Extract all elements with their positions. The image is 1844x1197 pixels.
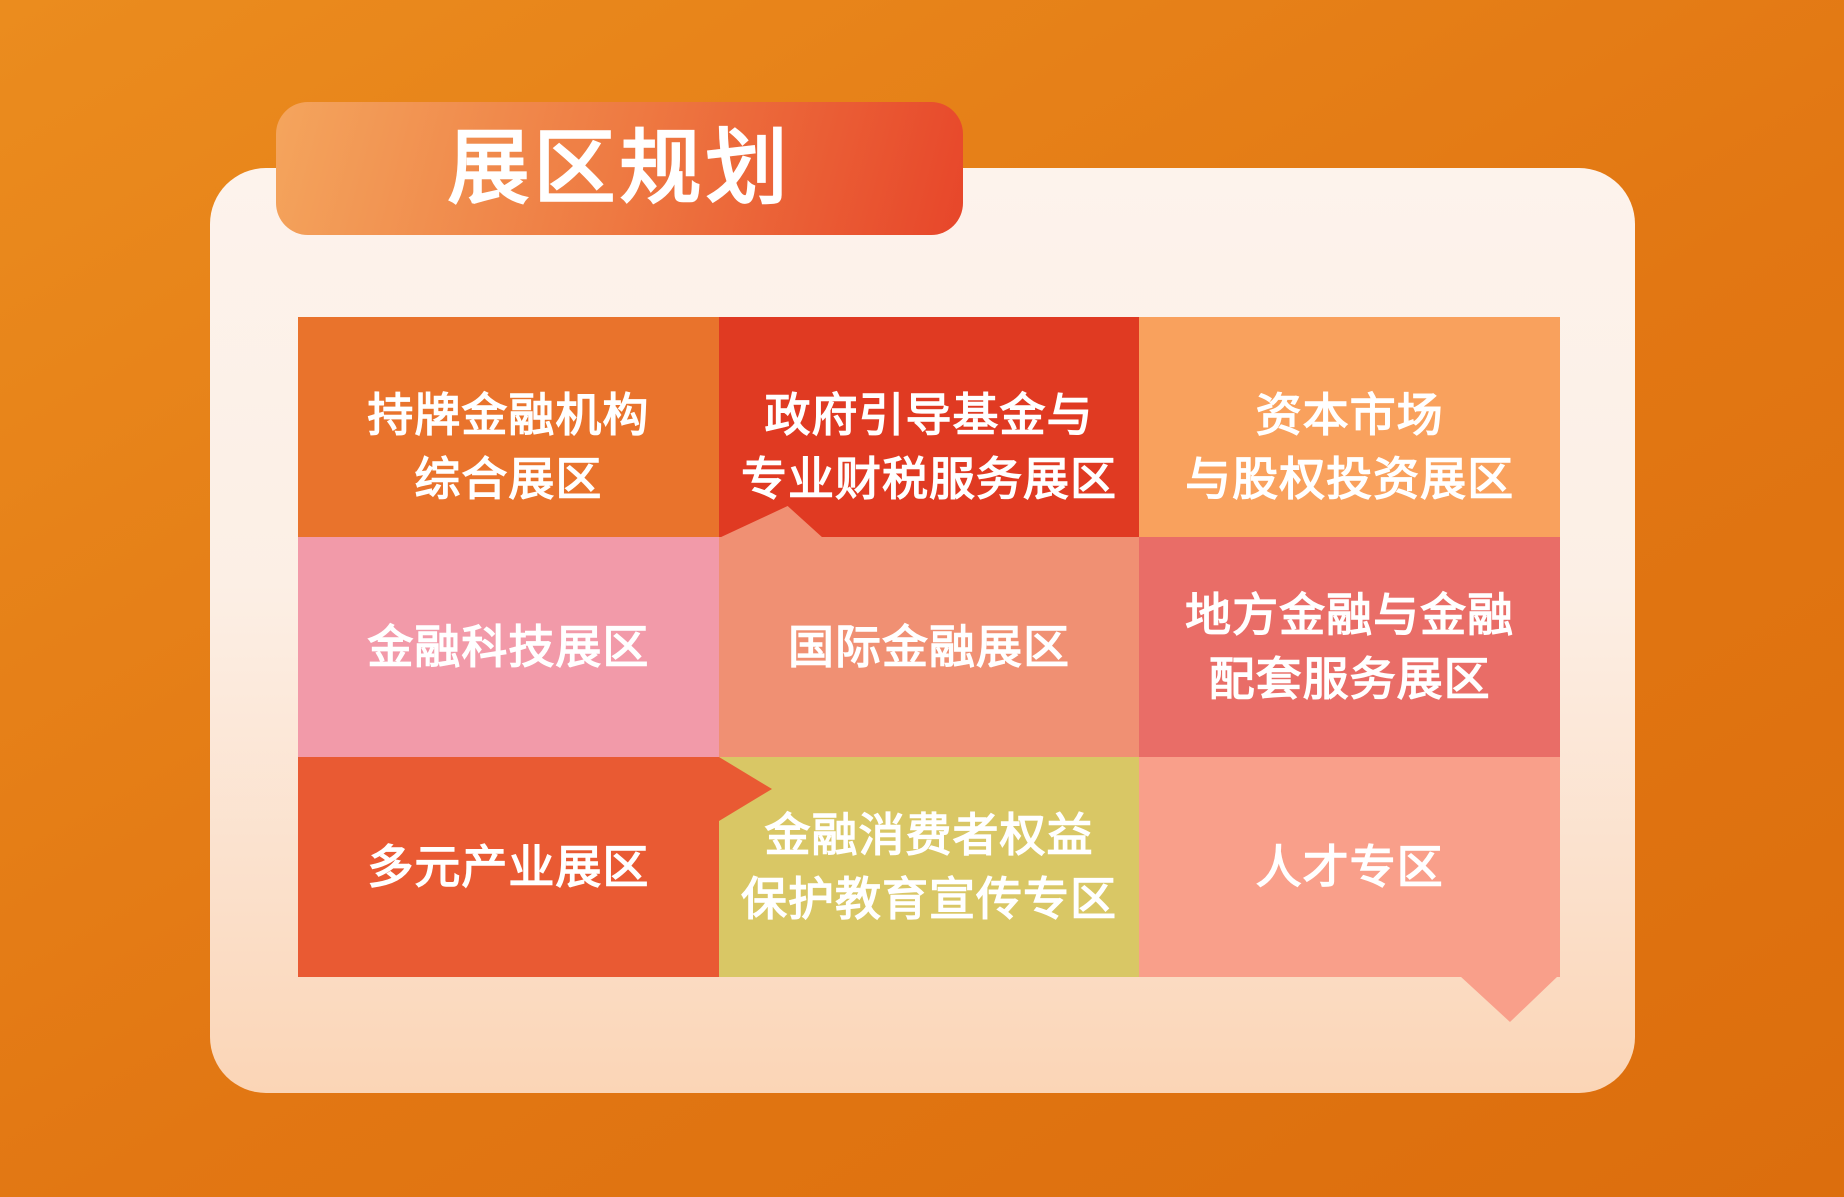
exhibition-zone-grid: 持牌金融机构 综合展区 政府引导基金与 专业财税服务展区 资本市场 与股权投资展… — [298, 317, 1560, 1022]
zone-cell-international-finance: 国际金融展区 — [718, 537, 1140, 757]
zone-cell-capital-market: 资本市场 与股权投资展区 — [1139, 317, 1560, 537]
zone-cell-consumer-protection: 金融消费者权益 保护教育宣传专区 — [718, 757, 1140, 977]
zone-label-line: 政府引导基金与 — [764, 389, 1094, 441]
zone-label-line: 专业财税服务展区 — [740, 453, 1117, 505]
zone-cell-fintech: 金融科技展区 — [298, 537, 719, 757]
zone-label-line: 与股权投资展区 — [1185, 453, 1515, 505]
page-title: 展区规划 — [447, 122, 792, 214]
zone-label-line: 金融消费者权益 — [764, 809, 1094, 861]
zone-cell-government-guided-funds: 政府引导基金与 专业财税服务展区 — [718, 317, 1140, 537]
zone-label-line: 综合展区 — [414, 453, 603, 505]
zone-label-line: 配套服务展区 — [1208, 653, 1491, 705]
title-banner: 展区规划 — [276, 102, 963, 235]
zone-label-line: 地方金融与金融 — [1185, 589, 1515, 641]
zone-cell-talent: 人才专区 — [1139, 757, 1560, 977]
zone-label-line: 金融科技展区 — [367, 621, 650, 673]
zone-label-line: 资本市场 — [1255, 389, 1444, 441]
zone-label-line: 多元产业展区 — [367, 841, 650, 893]
zone-label-line: 国际金融展区 — [787, 621, 1070, 673]
zone-cell-licensed-financial-institutions: 持牌金融机构 综合展区 — [298, 317, 719, 537]
zone-label-line: 保护教育宣传专区 — [740, 873, 1117, 925]
zone-label-line: 持牌金融机构 — [367, 389, 650, 441]
zone-cell-diversified-industries: 多元产业展区 — [298, 757, 719, 977]
zone-label-line: 人才专区 — [1255, 841, 1444, 893]
zone-cell-local-finance: 地方金融与金融 配套服务展区 — [1139, 537, 1560, 757]
